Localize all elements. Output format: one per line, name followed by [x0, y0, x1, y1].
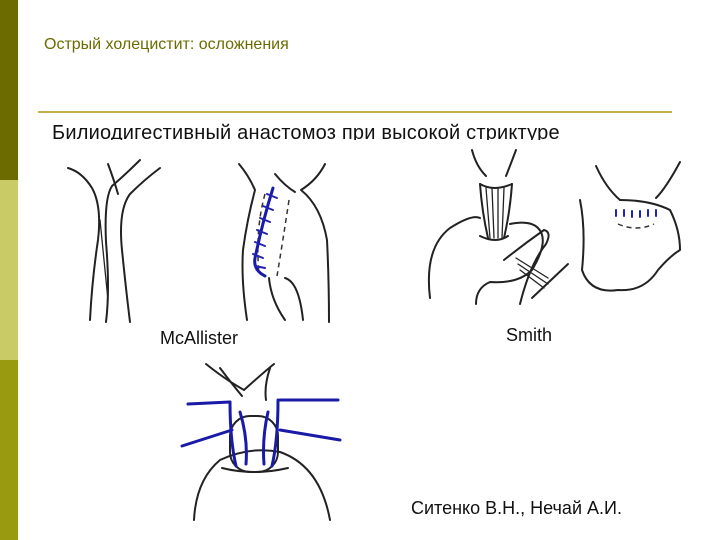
suture-anastomosis-drawing: [180, 363, 342, 521]
mcallister-label: McAllister: [160, 328, 239, 348]
slide-subtitle: Билиодигестивный анастомоз при высокой с…: [52, 122, 560, 140]
sidebar-segment-light: [0, 180, 18, 360]
sidebar-segment-dark: [0, 0, 18, 180]
smith-label: Smith: [506, 325, 553, 345]
sidebar-segment-mid: [0, 360, 18, 540]
slide-title: Острый холецистит: осложнения: [44, 36, 289, 53]
bile-duct-drawing: [67, 159, 161, 323]
title-divider: [38, 111, 672, 113]
smith-anastomosis-drawing: [579, 161, 681, 292]
mcallister-drawing: [238, 163, 330, 323]
left-sidebar-bar: [0, 0, 18, 540]
smith-drawing: [427, 149, 569, 305]
authors-credit: Ситенко В.Н., Нечай А.И.: [411, 498, 622, 518]
